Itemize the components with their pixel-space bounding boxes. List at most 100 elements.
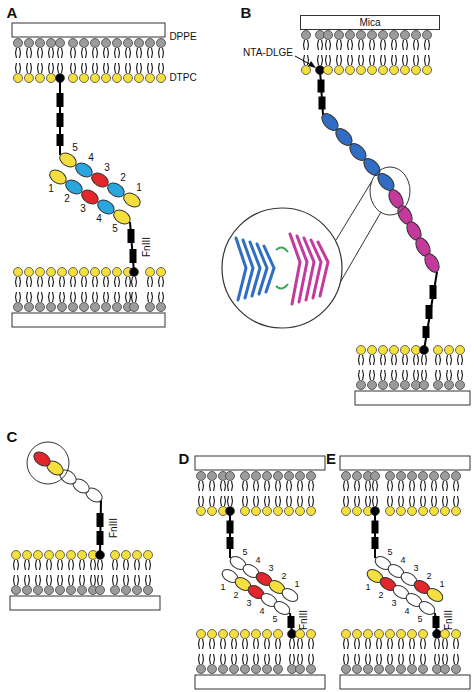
lipid-tail <box>439 639 440 649</box>
lipid-tail <box>291 496 292 506</box>
lipid-tail <box>403 355 404 365</box>
lipid-tail <box>359 639 360 649</box>
lipid-tail <box>25 575 26 585</box>
dtpc-head <box>368 66 377 75</box>
lipid-tail <box>392 481 393 491</box>
lipid-tail <box>113 560 114 570</box>
dppe-head <box>357 31 366 40</box>
panel-letter: C <box>7 429 18 444</box>
dppe-head <box>285 472 294 481</box>
lipid-tail <box>75 63 76 73</box>
lipid-tail <box>407 355 408 365</box>
lipid-tail <box>298 496 299 506</box>
lipid-tail <box>403 481 404 491</box>
lipid-tail <box>309 654 310 664</box>
lipid-tail <box>124 575 125 585</box>
lipid-tail <box>69 575 70 585</box>
lipid-tail <box>366 639 367 649</box>
dppe-head <box>401 381 410 390</box>
lipid-tail <box>199 654 200 664</box>
lipid-tail <box>20 63 21 73</box>
lipid-tail <box>258 654 259 664</box>
domain-number: 2 <box>233 591 238 600</box>
lipid-tail <box>163 292 164 302</box>
dtpc-head <box>274 507 283 516</box>
lipid-tail <box>290 639 291 649</box>
lipid-tail <box>359 40 360 50</box>
lipid-tail <box>439 654 440 664</box>
lipid-tail <box>392 40 393 50</box>
lipid-tail <box>265 481 266 491</box>
domain-label: FnIII <box>299 610 309 630</box>
lipid-tail <box>458 355 459 365</box>
domain-number: 3 <box>268 564 273 573</box>
dppe-head <box>230 665 239 674</box>
dppe-head <box>124 39 133 48</box>
dtpc-head <box>135 74 144 83</box>
lipid-tail <box>287 496 288 506</box>
lipid-tail <box>221 654 222 664</box>
lipid-tail <box>414 481 415 491</box>
lipid-tail <box>214 639 215 649</box>
lipid-tail <box>102 575 103 585</box>
lipid-tail <box>429 55 430 65</box>
lipid-tail <box>436 355 437 365</box>
lipid-tail <box>422 370 423 380</box>
domain-number: 2 <box>120 173 126 183</box>
dtpc-head <box>102 268 111 277</box>
lipid-tail <box>377 481 378 491</box>
lipid-tail <box>313 639 314 649</box>
dppe-head <box>80 39 89 48</box>
lipid-tail <box>381 639 382 649</box>
lipid-tail <box>141 48 142 58</box>
lipid-tail <box>71 292 72 302</box>
lipid-tail <box>425 40 426 50</box>
lipid-tail <box>396 370 397 380</box>
lipid-tail <box>38 48 39 58</box>
lipid-tail <box>454 639 455 649</box>
dtpc-head <box>408 630 417 639</box>
lipid-tail <box>276 654 277 664</box>
lipid-tail <box>82 63 83 73</box>
lipid-tail <box>337 40 338 50</box>
dppe-head <box>419 665 428 674</box>
lipid-tail <box>86 277 87 287</box>
mica-surface <box>195 456 325 470</box>
lipid-tail <box>458 481 459 491</box>
lipid-tail <box>392 355 393 365</box>
lipid-tail <box>49 277 50 287</box>
mica-surface: Mica <box>300 15 440 30</box>
dppe-head <box>122 586 131 595</box>
lipid-tail <box>128 560 129 570</box>
lipid-tail <box>148 292 149 302</box>
lipid-tail <box>421 639 422 649</box>
lipid-tail <box>243 654 244 664</box>
lipid-tail <box>359 654 360 664</box>
lipid-tail <box>221 639 222 649</box>
lipid-tail <box>348 40 349 50</box>
lipid-tail <box>243 639 244 649</box>
lipid-tail <box>80 560 81 570</box>
lipid-tail <box>447 639 448 649</box>
lipid-tail <box>436 370 437 380</box>
panel-letter: A <box>7 5 18 20</box>
lipid-tail <box>104 277 105 287</box>
dppe-head <box>302 31 311 40</box>
lipid-tail <box>443 496 444 506</box>
dppe-head <box>368 381 377 390</box>
dtpc-head <box>122 551 131 560</box>
lipid-tail <box>14 560 15 570</box>
dtpc-head <box>456 346 465 355</box>
lipid-tail <box>152 48 153 58</box>
lipid-tail <box>86 48 87 58</box>
lipid-tail <box>236 639 237 649</box>
lipid-tail <box>97 63 98 73</box>
lipid-tail <box>97 292 98 302</box>
dtpc-head <box>397 630 406 639</box>
lipid-tail <box>447 370 448 380</box>
lipid-tail <box>370 481 371 491</box>
dtpc-head <box>285 507 294 516</box>
panel-letter: B <box>241 5 252 20</box>
lipid-tail <box>38 277 39 287</box>
lipid-tail <box>27 277 28 287</box>
